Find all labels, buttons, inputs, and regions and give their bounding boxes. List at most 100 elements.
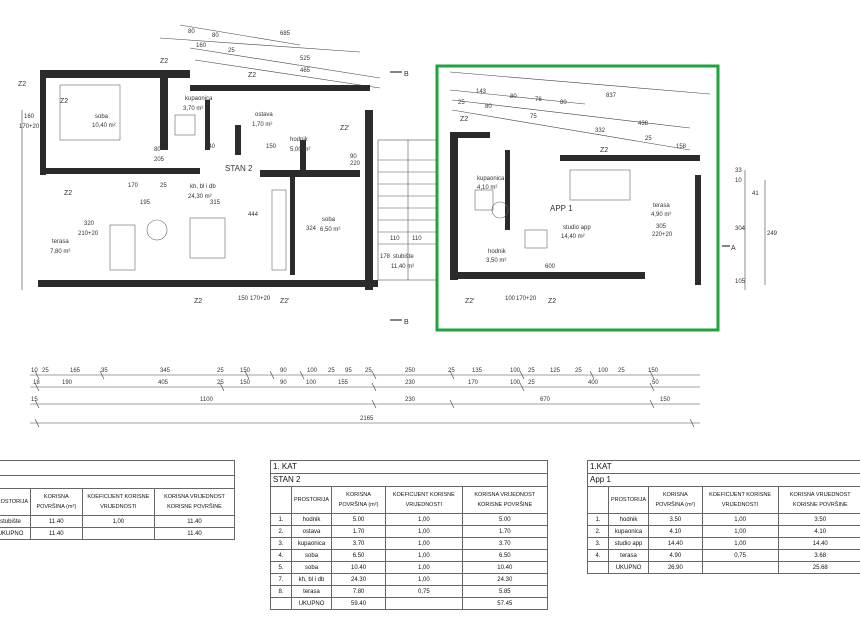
furniture — [59, 84, 631, 271]
dim-label: 178 — [380, 254, 391, 260]
label: 3. — [270, 537, 292, 550]
stan-2-walls — [38, 70, 378, 290]
room-area: 24,30 m² — [188, 194, 212, 200]
dim-label: 465 — [300, 68, 311, 74]
table-subtitle: App 1 — [587, 473, 860, 487]
app-1-label: APP 1 — [550, 204, 573, 213]
label: 100 — [307, 368, 318, 374]
label: 11.40 — [154, 527, 235, 540]
label: 0,75 — [701, 549, 779, 562]
dim-label: 160 — [196, 43, 207, 49]
dim-label: 304 — [735, 226, 746, 232]
dim-row-2: 18 190 405 25 150 90 100 155 230 170 100… — [33, 380, 659, 386]
dim-label: 80 — [560, 100, 567, 106]
dimension-ticks — [34, 370, 695, 428]
label: 150 — [240, 380, 251, 386]
room-area: 14,40 m² — [561, 234, 585, 240]
app-1-highlight-frame — [435, 64, 720, 332]
label: 100 — [306, 380, 317, 386]
dim-row-3: 15 1100 230 670 150 — [31, 397, 671, 403]
room-name: studio app — [563, 225, 591, 231]
label: 3.50 — [648, 513, 703, 526]
zone-tag: Z2 — [60, 98, 68, 105]
label: 6.50 — [461, 549, 549, 562]
room-area: 3,50 m² — [486, 258, 506, 264]
label: 405 — [158, 380, 169, 386]
dim-label: 25 — [645, 136, 652, 142]
label: 18 — [33, 380, 40, 386]
dim-label: 80 — [212, 33, 219, 39]
label: terasa — [607, 549, 650, 562]
label: 50 — [652, 380, 659, 386]
col-header: KORISNA VRIJEDNOST KORISNE POVRŠINE — [154, 488, 235, 516]
label: 24.30 — [461, 573, 549, 586]
dim-label: 160 — [24, 114, 35, 120]
dim-label: 150 — [238, 296, 249, 302]
dim-label: 249 — [767, 231, 778, 237]
label: 4.10 — [777, 525, 860, 538]
room-labels: soba 10,40 m² kupaonica 3,70 m² ostava 1… — [50, 96, 671, 270]
label: 150 — [648, 368, 659, 374]
dim-label: 600 — [545, 264, 556, 270]
room-name: soba — [95, 114, 109, 120]
dim-label: 80 — [510, 94, 517, 100]
label: kh, bl i db — [290, 573, 333, 586]
label: 1,00 — [701, 537, 779, 550]
label: 1,00 — [385, 549, 463, 562]
label: 1,00 — [385, 525, 463, 538]
dim-label: 110 — [412, 236, 422, 242]
label: 26.90 — [648, 561, 703, 574]
label: 3. — [587, 537, 609, 550]
label: 5.85 — [461, 585, 549, 598]
dim-label: 525 — [300, 56, 311, 62]
label: 4. — [587, 549, 609, 562]
label: 95 — [345, 368, 352, 374]
dim-labels-right: 33 10 41 304 249 105 305 220+20 — [652, 168, 778, 285]
label: ostava — [290, 525, 333, 538]
room-area: 4,90 m² — [651, 212, 671, 218]
label: 2165 — [360, 416, 374, 422]
label: 170 — [468, 380, 479, 386]
label: 150 — [240, 368, 251, 374]
col-header: KOEFICIJENT KORISNE VRIJEDNOSTI — [385, 486, 463, 514]
label: 2. — [270, 525, 292, 538]
room-name: kupaonica — [477, 176, 505, 182]
label: 25 — [217, 368, 224, 374]
col-header: KOEFICIJENT KORISNE VRIJEDNOSTI — [701, 486, 779, 514]
label: 25 — [528, 380, 535, 386]
label: terasa — [290, 585, 333, 598]
app-1-walls — [450, 132, 701, 285]
label: 1,00 — [81, 515, 156, 528]
dim-label: 105 — [735, 279, 746, 285]
label: 35 — [101, 368, 108, 374]
table-title: 1.KAT — [587, 460, 860, 474]
dim-labels-bottom: 150 170+20 100 170+20 600 — [238, 264, 556, 302]
room-name: ostava — [255, 112, 273, 118]
label: 59.40 — [331, 597, 387, 610]
dim-label: 143 — [476, 89, 487, 95]
dim-label: 75 — [530, 114, 537, 120]
col-header: KOEFICIJENT KORISNE VRIJEDNOSTI — [81, 488, 156, 516]
label: 4.10 — [648, 525, 703, 538]
label: 100 — [598, 368, 609, 374]
dim-label: 110 — [390, 236, 400, 242]
room-area: 10,40 m² — [92, 123, 116, 129]
label — [270, 597, 292, 610]
label: 25.68 — [777, 561, 860, 574]
label: 125 — [550, 368, 561, 374]
room-name: soba — [322, 217, 336, 223]
label: 3.68 — [777, 549, 860, 562]
room-area: 3,70 m² — [183, 106, 203, 112]
room-name: terasa — [653, 203, 670, 209]
section-mark-b-top: B — [404, 71, 409, 78]
label: 1. — [587, 513, 609, 526]
dim-label: 80 — [154, 147, 161, 153]
room-area: 11,40 m² — [391, 264, 414, 270]
dim-label: 210+20 — [78, 231, 99, 237]
dim-label: 315 — [210, 200, 221, 206]
room-area: 6,50 m² — [320, 227, 340, 233]
